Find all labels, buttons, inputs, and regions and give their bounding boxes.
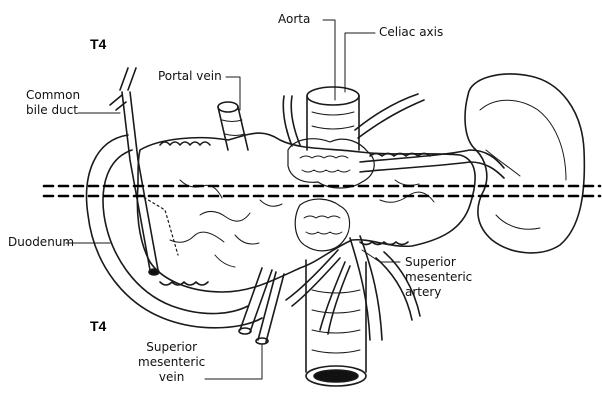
label-common-bile-duct: Common bile duct (26, 88, 80, 118)
label-common-bile-duct-line1: Common (26, 88, 80, 103)
label-superior-mesenteric-vein: Superior mesenteric vein (138, 340, 205, 385)
common-bile-duct (110, 68, 178, 275)
aorta-lower (306, 260, 366, 386)
label-smv-line1: Superior (138, 340, 205, 355)
superior-mesenteric-vein (239, 268, 284, 344)
stage-label-bottom: T4 (90, 318, 106, 334)
label-smv-line2: mesenteric (138, 355, 205, 370)
stage-label-top: T4 (90, 36, 106, 52)
dashed-level-lines (44, 186, 600, 196)
duodenum (87, 135, 262, 328)
celiac-axis (283, 94, 424, 188)
label-portal-vein: Portal vein (158, 69, 222, 84)
label-aorta: Aorta (278, 12, 310, 27)
label-sma-line3: artery (405, 285, 472, 300)
label-sma-line2: mesenteric (405, 270, 472, 285)
sma-mass (295, 199, 349, 251)
label-duodenum: Duodenum (8, 235, 74, 250)
label-common-bile-duct-line2: bile duct (26, 103, 80, 118)
label-smv-line3: vein (138, 370, 205, 385)
label-sma-line1: Superior (405, 255, 472, 270)
label-superior-mesenteric-artery: Superior mesenteric artery (405, 255, 472, 300)
label-celiac-axis: Celiac axis (379, 25, 443, 40)
leader-lines (66, 20, 400, 379)
portal-vein (218, 102, 248, 150)
